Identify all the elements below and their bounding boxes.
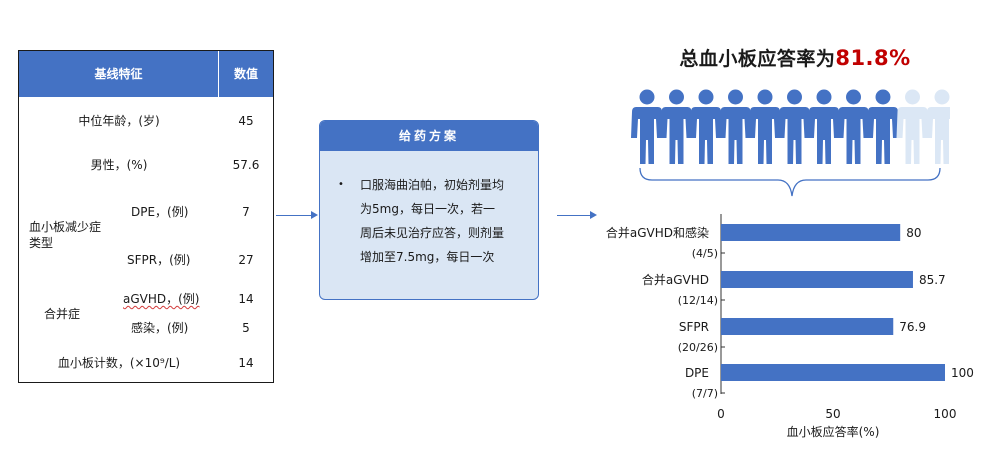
person-icon (660, 89, 693, 164)
response-rate-headline: 总血小板应答率为81.8% (640, 44, 950, 71)
row-dpe-value: 7 (242, 205, 250, 219)
dosing-bullet: • (338, 179, 344, 190)
category-sublabel: (4/5) (692, 247, 718, 260)
table-header: 基线特征 数值 (19, 51, 273, 97)
x-axis-label: 血小板应答率(%) (787, 424, 880, 439)
category-sublabel: (12/14) (678, 294, 718, 307)
headline-prefix: 总血小板应答率为 (679, 48, 836, 70)
bar-value-label: 85.7 (919, 273, 946, 287)
category-label: SFPR (679, 320, 709, 334)
dosing-line: 周后未见治疗应答，则剂量 (360, 226, 505, 240)
dosing-title: 给药方案 (320, 121, 538, 151)
row-platelet-label: 血小板计数，(×10⁹/L) (57, 356, 181, 370)
bar-value-label: 100 (951, 366, 974, 380)
dosing-body: • 口服海曲泊帕，初始剂量均 为5mg，每日一次，若一 周后未见治疗应答，则剂量… (320, 151, 538, 269)
person-icon (749, 89, 781, 164)
bar (721, 318, 894, 335)
headline-rate: 81.8% (835, 46, 911, 70)
person-icon (778, 89, 811, 164)
row-sfpr-value: 27 (238, 253, 254, 267)
people-icon-row (631, 89, 950, 164)
x-tick-label: 100 (934, 407, 957, 421)
dosing-line: 口服海曲泊帕，初始剂量均 (360, 178, 505, 192)
labels-group: 80 合并aGVHD和感染 (4/5) 85.7 合并aGVHD (12/14) 76.9 S… (606, 225, 974, 400)
person-icon (867, 89, 899, 164)
person-icon (719, 89, 752, 164)
bar (721, 224, 901, 241)
arrow-to-results (557, 211, 597, 219)
arrow-to-dosing (276, 211, 318, 219)
row-agvhd-label: aGVHD，(例) (123, 292, 200, 306)
row-agvhd-value: 14 (238, 292, 254, 306)
row-sfpr-label: SFPR，(例) (127, 253, 191, 267)
person-icon (808, 89, 840, 164)
dosing-line: 增加至7.5mg，每日一次 (360, 250, 495, 264)
dosing-line: 为5mg，每日一次，若一 (360, 202, 495, 216)
person-icon (896, 89, 929, 164)
row-age-value: 45 (238, 114, 254, 128)
header-feature: 基线特征 (19, 51, 219, 97)
baseline-table: 基线特征 数值 中位年龄，(岁) 45 男性，(%) 57.6 血小板减少症类型… (18, 50, 274, 383)
bracket-icon (639, 167, 941, 197)
person-icon (631, 89, 663, 164)
bars-group (721, 224, 945, 381)
row-thrombo-group: 血小板减少症类型 (29, 220, 102, 250)
bar (721, 364, 945, 381)
bar-value-label: 80 (906, 226, 921, 240)
x-tick-label: 0 (717, 407, 725, 421)
category-label: 合并aGVHD和感染 (606, 225, 709, 240)
header-value: 数值 (233, 67, 258, 81)
row-age-label: 中位年龄，(岁) (78, 114, 160, 128)
person-icon (926, 89, 950, 164)
row-infection-label: 感染，(例) (131, 321, 189, 335)
row-dpe-label: DPE，(例) (131, 205, 189, 219)
dosing-regimen-box: 给药方案 • 口服海曲泊帕，初始剂量均 为5mg，每日一次，若一 周后未见治疗应… (319, 120, 539, 300)
row-infection-value: 5 (242, 321, 250, 335)
person-icon (837, 89, 870, 164)
category-label: 合并aGVHD (642, 272, 709, 287)
response-bar-chart: 80 合并aGVHD和感染 (4/5) 85.7 合并aGVHD (12/14) 76.9 S… (606, 214, 974, 439)
x-ticks-group: 0 50 100 (717, 407, 956, 421)
person-icon (690, 89, 722, 164)
row-comorb-group: 合并症 (44, 307, 81, 321)
row-male-label: 男性，(%) (90, 158, 148, 172)
category-sublabel: (20/26) (678, 341, 718, 354)
bar (721, 271, 913, 288)
category-label: DPE (685, 366, 709, 380)
bar-value-label: 76.9 (899, 320, 926, 334)
category-sublabel: (7/7) (692, 387, 718, 400)
row-male-value: 57.6 (232, 158, 260, 172)
x-tick-label: 50 (825, 407, 840, 421)
row-platelet-value: 14 (238, 356, 254, 370)
